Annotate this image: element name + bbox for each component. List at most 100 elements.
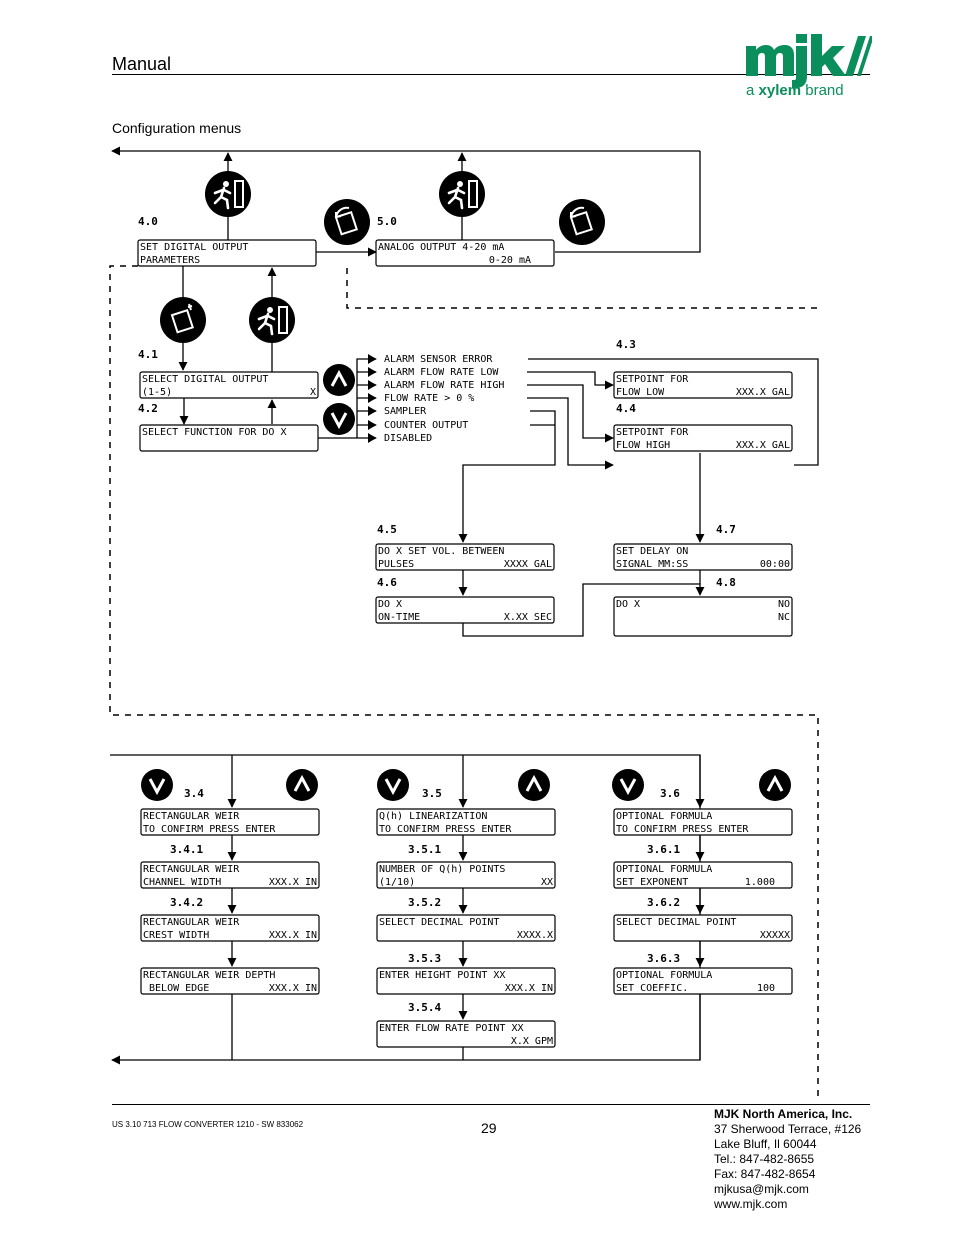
footer-rule	[112, 1104, 870, 1105]
logo-tagline: a xylem brand	[746, 82, 844, 99]
menu-4-6-line1: DO X	[378, 599, 402, 610]
menu-4-8-value-no: NO	[778, 599, 790, 610]
footer-address: MJK North America, Inc. 37 Sherwood Terr…	[714, 1107, 861, 1212]
menu-label-4-2: 4.2	[138, 402, 158, 415]
menu-3-5-1-value: XX	[541, 877, 553, 888]
menu-label-3-5-2: 3.5.2	[408, 896, 441, 909]
function-item: ALARM FLOW RATE LOW	[384, 367, 499, 378]
menu-3-6-2-value: XXXXX	[760, 930, 790, 941]
menu-3-4-1-value: XXX.X IN	[269, 877, 317, 888]
menu-3-6-3-line2: SET COEFFIC.	[616, 983, 688, 994]
up-icon	[284, 767, 320, 803]
menu-label-5-0: 5.0	[377, 215, 397, 228]
menu-3-6-3-line1: OPTIONAL FORMULA	[616, 970, 712, 981]
menu-4-3-line1: SETPOINT FOR	[616, 374, 689, 385]
menu-3-6-1-value: 1.000	[745, 877, 775, 888]
menu-label-4-5: 4.5	[377, 523, 397, 536]
logo-tag-suffix: brand	[805, 82, 844, 99]
menu-4-1-line1: SELECT DIGITAL OUTPUT	[142, 374, 268, 385]
exit-icon	[203, 169, 253, 219]
menu-3-5-2-value: XXXX.X	[517, 930, 553, 941]
menu-3-5-3-value: XXX.X IN	[505, 983, 553, 994]
menu-4-7-line2: SIGNAL MM:SS	[616, 559, 688, 570]
menu-3-6-line2: TO CONFIRM PRESS ENTER	[616, 824, 749, 835]
menu-label-3-6-1: 3.6.1	[647, 843, 680, 856]
menu-label-4-7: 4.7	[716, 523, 736, 536]
menu-label-4-3: 4.3	[616, 338, 636, 351]
enter-icon	[558, 198, 606, 246]
menu-3-4-3-value: XXX.X IN	[269, 983, 317, 994]
menu-label-3-4-2: 3.4.2	[170, 896, 203, 909]
menu-4-2-line1: SELECT FUNCTION FOR DO X	[142, 427, 287, 438]
menu-label-3-5-3: 3.5.3	[408, 952, 441, 965]
menu-4-1-value: X	[310, 387, 316, 398]
exit-icon	[247, 295, 297, 345]
enter-icon	[323, 198, 371, 246]
menu-4-0-line1: SET DIGITAL OUTPUT	[140, 242, 248, 253]
menu-4-5-line1: DO X SET VOL. BETWEEN	[378, 546, 504, 557]
menu-4-8-line1: DO X	[616, 599, 640, 610]
menu-4-3-value: XXX.X GAL	[736, 387, 790, 398]
menu-label-4-1: 4.1	[138, 348, 158, 361]
menu-3-4-line1: RECTANGULAR WEIR	[143, 811, 240, 822]
menu-3-4-1-line2: CHANNEL WIDTH	[143, 877, 221, 888]
up-icon	[757, 767, 793, 803]
up-icon	[516, 767, 552, 803]
menu-3-6-line1: OPTIONAL FORMULA	[616, 811, 712, 822]
address-line: Lake Bluff, Il 60044	[714, 1137, 817, 1151]
menu-3-5-4-line1: ENTER FLOW RATE POINT XX	[379, 1023, 524, 1034]
down-icon	[321, 401, 357, 437]
menu-4-3-line2: FLOW LOW	[616, 387, 665, 398]
menu-5-0-line2: 0-20 mA	[489, 255, 531, 266]
menu-label-4-4: 4.4	[616, 402, 636, 415]
menu-3-5-1-line1: NUMBER OF Q(h) POINTS	[379, 864, 505, 875]
enter-icon	[159, 296, 207, 344]
down-icon	[610, 767, 646, 803]
menu-label-3-6-3: 3.6.3	[647, 952, 680, 965]
menu-3-5-2-line1: SELECT DECIMAL POINT	[379, 917, 499, 928]
down-icon	[139, 767, 175, 803]
menu-5-0-line1: ANALOG OUTPUT 4-20 mA	[378, 242, 504, 253]
menu-3-4-1-line1: RECTANGULAR WEIR	[143, 864, 240, 875]
address-line: MJK North America, Inc.	[714, 1107, 853, 1121]
menu-label-3-5-4: 3.5.4	[408, 1001, 441, 1014]
menu-3-6-1-line2: SET EXPONENT	[616, 877, 688, 888]
address-line: Tel.: 847-482-8655	[714, 1152, 815, 1166]
down-icon	[375, 767, 411, 803]
menu-4-4-line1: SETPOINT FOR	[616, 427, 689, 438]
menu-3-4-3-line1: RECTANGULAR WEIR DEPTH	[143, 970, 275, 981]
page-number: 29	[481, 1120, 497, 1136]
menu-label-3-5-1: 3.5.1	[408, 843, 441, 856]
menu-4-6-line2: ON-TIME	[378, 612, 420, 623]
menu-3-5-4-value: X.X GPM	[511, 1036, 553, 1047]
menu-label-3-6: 3.6	[660, 787, 680, 800]
menu-4-0-line2: PARAMETERS	[140, 255, 200, 266]
section-title: Configuration menus	[112, 120, 242, 136]
up-icon	[321, 362, 357, 398]
menu-4-1-line2: (1-5)	[142, 387, 172, 398]
address-line: Fax: 847-482-8654	[714, 1167, 816, 1181]
menu-4-7-line1: SET DELAY ON	[616, 546, 688, 557]
logo-tag-prefix: a	[746, 82, 755, 99]
footer-doc-ref: US 3.10 713 FLOW CONVERTER 1210 - SW 833…	[112, 1120, 304, 1129]
logo-tag-brand: xylem	[758, 82, 802, 99]
menu-4-7-value: 00:00	[760, 559, 790, 570]
menu-3-6-2-line1: SELECT DECIMAL POINT	[616, 917, 736, 928]
menu-label-4-6: 4.6	[377, 576, 397, 589]
connector-lines	[110, 146, 819, 1065]
menu-3-5-1-line2: (1/10)	[379, 877, 415, 888]
menu-4-5-value: XXXX GAL	[504, 559, 552, 570]
page-title: Manual	[112, 54, 172, 74]
menu-4-8-value-nc: NC	[778, 612, 790, 623]
menu-3-4-2-line2: CREST WIDTH	[143, 930, 209, 941]
function-list: ALARM SENSOR ERROR ALARM FLOW RATE LOW A…	[384, 354, 504, 444]
exit-icon	[437, 169, 487, 219]
menu-3-5-line1: Q(h) LINEARIZATION	[379, 811, 487, 822]
function-arrows	[368, 354, 376, 443]
function-item: COUNTER OUTPUT	[384, 420, 468, 431]
menu-3-6-3-value: 100	[757, 983, 775, 994]
address-line: mjkusa@mjk.com	[714, 1182, 809, 1196]
function-item: ALARM SENSOR ERROR	[384, 354, 493, 365]
function-item: ALARM FLOW RATE HIGH	[384, 380, 504, 391]
menu-4-4-line2: FLOW HIGH	[616, 440, 670, 451]
